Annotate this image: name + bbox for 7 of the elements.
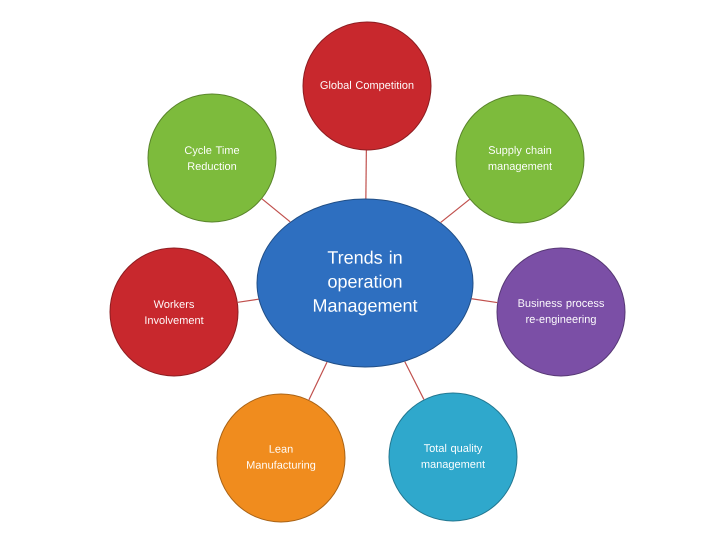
connector-line — [262, 198, 291, 222]
connector-line — [308, 362, 328, 400]
connector-line — [365, 150, 367, 199]
connector-line — [238, 298, 259, 303]
connector-line — [440, 198, 470, 223]
connector-line — [472, 298, 498, 304]
connector-line — [404, 361, 424, 400]
